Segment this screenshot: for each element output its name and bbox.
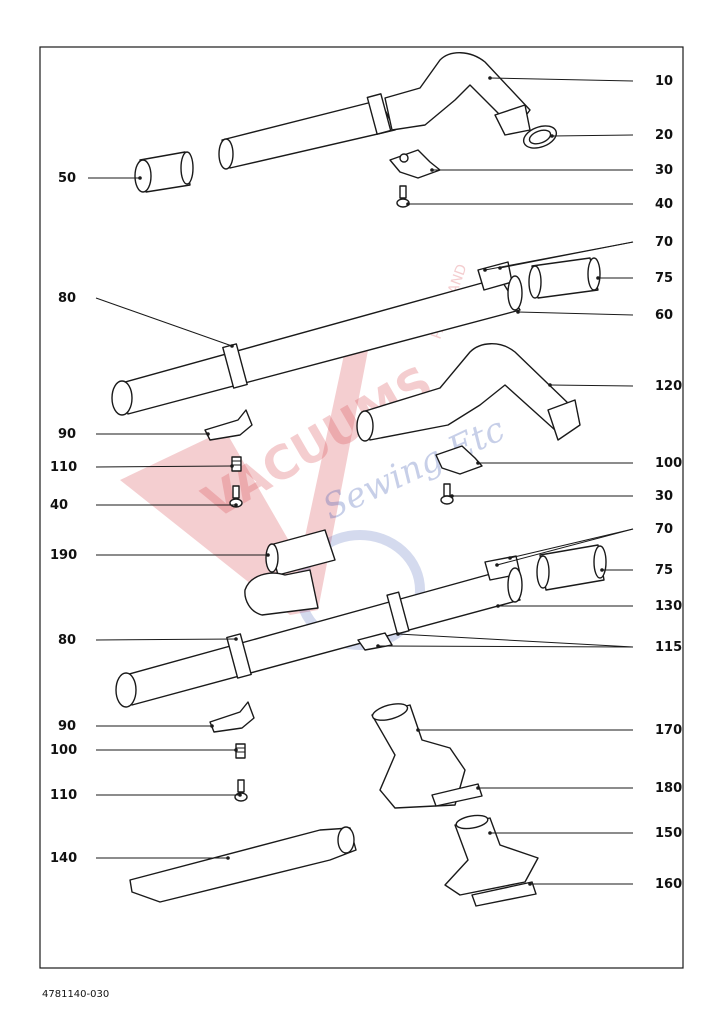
- leader-dot: [498, 266, 502, 270]
- leader-dot: [376, 644, 380, 648]
- part-110-screw-lower: [234, 779, 248, 802]
- callout-60: 60: [655, 308, 673, 323]
- callout-20: 20: [655, 128, 673, 143]
- part-30-clip-mid: [435, 445, 483, 475]
- leader-dot: [496, 604, 500, 608]
- callout-70: 70: [655, 235, 673, 250]
- leader-dot: [488, 831, 492, 835]
- callout-80: 80: [58, 291, 76, 306]
- leader-dot: [483, 268, 487, 272]
- leader-line: [517, 311, 634, 316]
- part-100-spring: [231, 456, 242, 472]
- leader-line: [397, 633, 634, 648]
- leader-line: [551, 134, 634, 137]
- part-20-ring: [522, 125, 558, 149]
- part-40-screw-mid: [440, 483, 454, 505]
- leader-line: [377, 645, 634, 648]
- callout-30: 30: [655, 489, 673, 504]
- part-10-hand-tube: [218, 52, 531, 170]
- callout-120: 120: [655, 379, 682, 394]
- part-60-lower-tube: [111, 261, 523, 416]
- callout-130: 130: [655, 599, 682, 614]
- leader-line: [95, 465, 233, 468]
- leader-dot: [516, 310, 520, 314]
- leader-dot: [488, 76, 492, 80]
- callout-70: 70: [655, 522, 673, 537]
- part-130-lower-tube: [115, 555, 523, 708]
- leader-dot: [230, 344, 234, 348]
- leader-dot: [596, 276, 600, 280]
- leader-dot: [600, 568, 604, 572]
- part-30-clip: [389, 149, 441, 179]
- callout-80: 80: [58, 633, 76, 648]
- leader-dot: [528, 882, 532, 886]
- leader-dot: [430, 168, 434, 172]
- diagram-frame: [39, 46, 684, 969]
- leader-line: [499, 241, 634, 269]
- leader-dot: [476, 461, 480, 465]
- leader-dot: [230, 464, 234, 468]
- part-90-foot: [204, 409, 253, 441]
- callout-140: 140: [50, 851, 77, 866]
- part-170-upholstery-tool: [371, 703, 466, 809]
- callout-160: 160: [655, 877, 682, 892]
- callout-labels: 10 20 30 40 50 70 75 80 60 120 90 100 110 30 40 190 70 75…: [50, 74, 682, 892]
- leader-dot: [234, 503, 238, 507]
- part-50-connector: [134, 151, 194, 193]
- leader-dot: [234, 637, 238, 641]
- document-id: 4781140-030: [42, 989, 110, 1000]
- leader-line: [496, 528, 634, 566]
- leader-dot: [226, 856, 230, 860]
- callout-180: 180: [655, 781, 682, 796]
- part-75-sleeve: [528, 257, 601, 299]
- leader-dot: [416, 728, 420, 732]
- leader-dot: [450, 494, 454, 498]
- callout-90: 90: [58, 427, 76, 442]
- leader-dot: [266, 553, 270, 557]
- leader-dot: [238, 793, 242, 797]
- leader-dot: [406, 202, 410, 206]
- callout-30: 30: [655, 163, 673, 178]
- leader-line: [95, 638, 237, 641]
- leader-line: [95, 297, 233, 347]
- leader-dot: [508, 556, 512, 560]
- part-180-brush-strip: [431, 783, 483, 807]
- callout-75: 75: [655, 563, 673, 578]
- leader-line: [549, 384, 634, 387]
- leader-line: [489, 77, 634, 82]
- part-75-sleeve-lower: [536, 544, 607, 591]
- callout-150: 150: [655, 826, 682, 841]
- callout-110: 110: [50, 460, 77, 475]
- callout-50: 50: [58, 171, 76, 186]
- part-140-crevice-tool: [129, 826, 357, 903]
- callout-40: 40: [655, 197, 673, 212]
- leader-dot: [206, 432, 210, 436]
- leader-dot: [495, 563, 499, 567]
- callout-115: 115: [655, 640, 682, 655]
- part-90-foot-lower: [209, 701, 255, 733]
- callout-170: 170: [655, 723, 682, 738]
- leader-dot: [396, 632, 400, 636]
- part-160-brush-strip: [471, 881, 537, 907]
- leader-dot: [548, 383, 552, 387]
- callout-110: 110: [50, 788, 77, 803]
- part-150-dust-brush: [444, 814, 539, 896]
- callout-190: 190: [50, 548, 77, 563]
- callout-100: 100: [50, 743, 77, 758]
- callout-40: 40: [50, 498, 68, 513]
- leader-dot: [476, 786, 480, 790]
- part-120-hand-tube: [356, 343, 581, 442]
- leader-dot: [234, 748, 238, 752]
- callout-90: 90: [58, 719, 76, 734]
- callout-100: 100: [655, 456, 682, 471]
- callout-10: 10: [655, 74, 673, 89]
- part-190-sleeve: [244, 529, 336, 616]
- leader-line: [509, 528, 634, 559]
- leader-dot: [210, 724, 214, 728]
- leader-dot: [550, 134, 554, 138]
- callout-75: 75: [655, 271, 673, 286]
- leader-dot: [138, 176, 142, 180]
